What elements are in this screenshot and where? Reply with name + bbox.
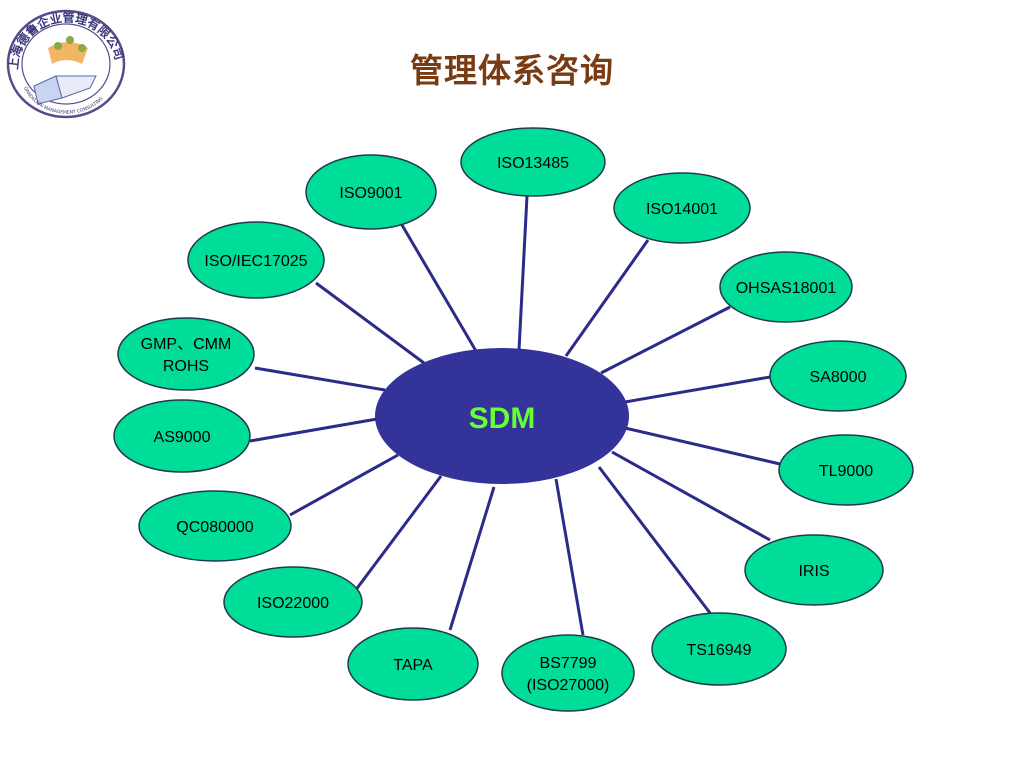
node-label-bs7799-1: BS7799 <box>540 655 597 672</box>
connector-sa8000 <box>624 375 771 404</box>
node-as9000: AS9000 <box>113 399 251 473</box>
node-label-iso-iec17025: ISO/IEC17025 <box>204 253 307 270</box>
node-ellipse-as9000 <box>113 399 251 473</box>
node-iso14001: ISO14001 <box>613 172 751 244</box>
company-logo: 上海德鲁企业管理有限公司 DANDELION MANAGEMENT CONSUL… <box>5 10 126 119</box>
node-ellipse-ts16949 <box>651 612 787 686</box>
node-ellipse-iris <box>744 534 884 606</box>
page-title: 管理体系咨询 <box>410 51 614 90</box>
node-label-ohsas18001: OHSAS18001 <box>736 280 837 297</box>
hub-node: SDM <box>375 348 629 484</box>
connector-iris <box>611 450 771 542</box>
node-label-iris: IRIS <box>798 563 829 580</box>
node-label-iso22000: ISO22000 <box>257 595 329 612</box>
connector-bs7799 <box>554 478 585 636</box>
node-iris: IRIS <box>744 534 884 606</box>
node-ellipse-tapa <box>347 627 479 701</box>
connector-tl9000 <box>624 426 781 466</box>
satellite-nodes: ISO13485ISO14001OHSAS18001SA8000TL9000IR… <box>113 127 914 712</box>
hub-label: SDM <box>469 402 536 435</box>
node-label-as9000: AS9000 <box>154 429 211 446</box>
node-ellipse-iso13485 <box>460 127 606 197</box>
connector-ohsas18001 <box>600 305 731 375</box>
node-bs7799: BS7799 (ISO27000) <box>501 634 635 712</box>
node-qc080000: QC080000 <box>138 490 292 562</box>
connector-tapa <box>448 486 496 631</box>
connector-iso13485 <box>517 195 529 351</box>
node-sa8000: SA8000 <box>769 340 907 412</box>
node-label-ts16949: TS16949 <box>687 642 752 659</box>
connector-iso9001 <box>400 224 478 352</box>
node-ellipse-sa8000 <box>769 340 907 412</box>
connector-iso-iec17025 <box>315 281 425 365</box>
node-iso22000: ISO22000 <box>223 566 363 638</box>
node-label-bs7799-2: (ISO27000) <box>527 677 610 694</box>
connector-qc080000 <box>289 453 399 517</box>
node-label-tl9000: TL9000 <box>819 463 873 480</box>
connectors <box>249 195 781 636</box>
node-label-iso13485: ISO13485 <box>497 155 569 172</box>
node-label-iso14001: ISO14001 <box>646 201 718 218</box>
hub-ellipse <box>375 348 629 484</box>
node-label-tapa: TAPA <box>393 657 433 674</box>
node-ellipse-gmp-cmm-rohs <box>117 317 255 391</box>
connector-as9000 <box>249 417 378 443</box>
node-ellipse-iso-iec17025 <box>187 221 325 299</box>
node-label-gmp-cmm-rohs-2: ROHS <box>163 358 209 375</box>
node-label-gmp-cmm-rohs-1: GMP、CMM <box>141 336 232 353</box>
connector-iso14001 <box>564 239 650 357</box>
node-ellipse-iso14001 <box>613 172 751 244</box>
node-tapa: TAPA <box>347 627 479 701</box>
node-ts16949: TS16949 <box>651 612 787 686</box>
node-iso-iec17025: ISO/IEC17025 <box>187 221 325 299</box>
node-tl9000: TL9000 <box>778 434 914 506</box>
node-iso13485: ISO13485 <box>460 127 606 197</box>
connector-gmp-cmm-rohs <box>254 366 386 392</box>
node-label-qc080000: QC080000 <box>176 519 253 536</box>
node-ellipse-bs7799 <box>501 634 635 712</box>
node-ellipse-tl9000 <box>778 434 914 506</box>
node-ellipse-ohsas18001 <box>719 251 853 323</box>
node-ellipse-iso9001 <box>305 154 437 230</box>
node-ohsas18001: OHSAS18001 <box>719 251 853 323</box>
node-iso9001: ISO9001 <box>305 154 437 230</box>
node-gmp-cmm-rohs: GMP、CMM ROHS <box>117 317 255 391</box>
node-ellipse-iso22000 <box>223 566 363 638</box>
node-label-iso9001: ISO9001 <box>339 185 402 202</box>
node-ellipse-qc080000 <box>138 490 292 562</box>
connector-ts16949 <box>597 466 712 614</box>
node-label-sa8000: SA8000 <box>810 369 867 386</box>
connector-iso22000 <box>353 475 443 592</box>
